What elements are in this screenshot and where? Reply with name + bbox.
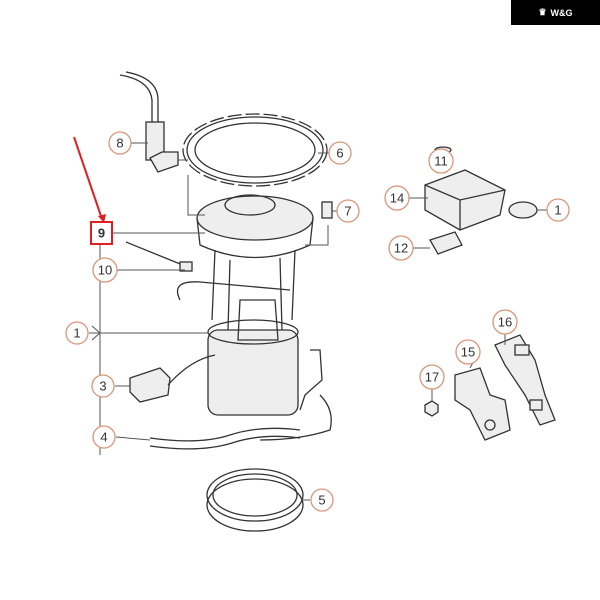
svg-text:14: 14 — [390, 191, 404, 206]
svg-text:6: 6 — [336, 146, 343, 161]
control-unit-14 — [424, 146, 538, 255]
callout-6[interactable]: 6 — [328, 141, 352, 165]
callout-15[interactable]: 15 — [455, 339, 481, 365]
highlight-arrow — [73, 136, 106, 223]
svg-text:11: 11 — [434, 154, 448, 169]
callout-8[interactable]: 8 — [108, 131, 132, 155]
svg-text:1: 1 — [554, 203, 561, 218]
retaining-ring-6 — [182, 113, 328, 187]
callout-10[interactable]: 10 — [92, 257, 118, 283]
hose-4 — [149, 427, 301, 450]
svg-text:4: 4 — [100, 430, 107, 445]
callout-3[interactable]: 3 — [91, 374, 115, 398]
callout-9-highlighted[interactable]: 9 — [90, 221, 113, 245]
svg-text:5: 5 — [318, 493, 325, 508]
sensor-7 — [321, 201, 333, 219]
svg-text:17: 17 — [425, 370, 439, 385]
crown-icon: ♛ — [538, 7, 547, 17]
callout-5[interactable]: 5 — [310, 488, 334, 512]
callout-4[interactable]: 4 — [92, 425, 116, 449]
connector-3 — [129, 354, 216, 403]
brand-logo: ♛ W&G — [511, 0, 600, 25]
svg-text:3: 3 — [99, 379, 106, 394]
svg-text:15: 15 — [461, 345, 475, 360]
callout-11[interactable]: 11 — [428, 148, 454, 174]
callout-1-partial[interactable]: 1 — [546, 198, 570, 222]
logo-text: W&G — [550, 7, 573, 18]
svg-text:9: 9 — [98, 226, 105, 241]
svg-text:8: 8 — [116, 136, 123, 151]
callout-12[interactable]: 12 — [388, 235, 414, 261]
callout-7[interactable]: 7 — [336, 199, 360, 223]
fuel-pump-module — [119, 71, 332, 441]
svg-text:1: 1 — [73, 326, 80, 341]
callout-1[interactable]: 1 — [65, 321, 89, 345]
svg-text:12: 12 — [394, 241, 408, 256]
seal-ring-5 — [206, 468, 304, 532]
callout-17[interactable]: 17 — [419, 364, 445, 390]
svg-text:7: 7 — [344, 204, 351, 219]
svg-text:16: 16 — [498, 315, 512, 330]
callout-14[interactable]: 14 — [384, 185, 410, 211]
svg-text:10: 10 — [98, 263, 112, 278]
bracket-assembly-15-16 — [424, 334, 556, 441]
callout-16[interactable]: 16 — [492, 309, 518, 335]
